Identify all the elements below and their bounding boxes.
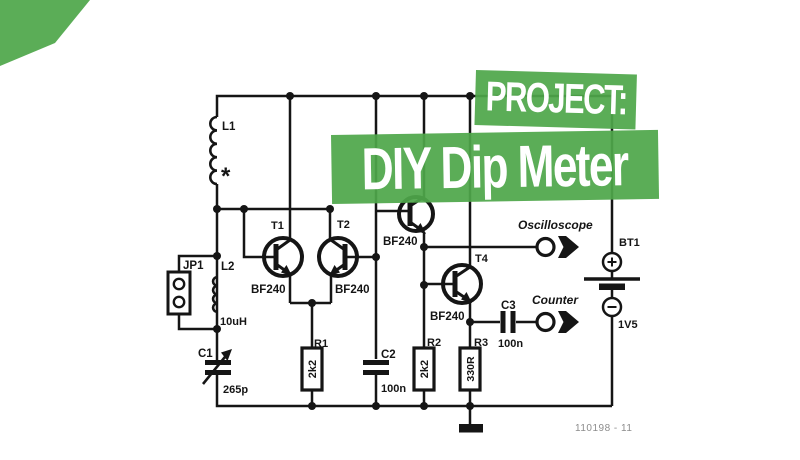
t4-emitter-arrow [461,292,472,303]
label-l2: L2 [221,261,234,273]
label-r3: R3 [474,337,488,349]
t2-emitter-arrow [329,265,340,276]
label-jp1: JP1 [183,260,204,272]
battery-bt1 [584,251,640,318]
label-oscilloscope: Oscilloscope [518,218,593,232]
resistor-r3 [458,346,482,392]
junction-dots [213,92,474,410]
label-r3-value: 330R [465,356,477,382]
label-r2-value: 2k2 [419,360,431,378]
label-c3-value: 100n [498,338,523,350]
transistor-t2 [317,236,359,278]
t1-emitter-arrow [281,265,292,276]
label-r1: R1 [314,338,328,350]
project-banner: PROJECT: [474,70,637,130]
inductor-l1 [209,115,218,186]
battery-short-plate [599,283,625,290]
jumper-jp1 [166,270,192,316]
capacitor-c3 [500,311,516,333]
label-t4: T4 [475,253,489,265]
label-l1-star: * [221,163,231,190]
label-t2-part: BF240 [335,284,370,296]
counter-terminal [535,311,556,333]
label-t1-part: BF240 [251,284,286,296]
drawing-number: 110198 - 11 [575,423,632,434]
label-l1: L1 [222,121,236,133]
oscilloscope-terminal [535,236,556,258]
capacitor-c2 [363,360,389,375]
label-t3-part: BF240 [383,236,418,248]
coil-l2 [211,275,218,314]
label-c1-value: 265p [223,384,248,396]
label-l2-value: 10uH [220,316,247,328]
label-c1: C1 [198,348,213,360]
label-bt1-value: 1V5 [618,319,638,331]
label-c2-value: 100n [381,383,406,395]
counter-output [535,311,579,333]
oscilloscope-output [535,236,579,258]
resistor-r2 [412,346,436,392]
schematic-labels: L1 * L2 10uH JP1 C1 265p C2 100n C3 100n… [183,121,640,434]
t3-emitter-arrow [415,223,426,234]
oscilloscope-arrow-icon [558,236,579,258]
coil-l1 [209,115,218,186]
transistor-t4 [441,263,483,305]
label-c2: C2 [381,349,396,361]
counter-arrow-icon [558,311,579,333]
label-c3: C3 [501,300,516,312]
label-bt1: BT1 [619,237,640,249]
transistor-t1 [262,236,304,278]
label-t2: T2 [337,219,350,231]
resistor-r1 [300,346,324,392]
project-banner-text: PROJECT: [484,74,627,125]
c1-arrowhead [221,349,232,361]
title-banner-text: DIY Dip Meter [361,131,629,203]
inductor-l2 [211,275,218,314]
label-r1-value: 2k2 [307,360,319,378]
label-t4-part: BF240 [430,311,465,323]
title-banner: DIY Dip Meter [331,129,660,204]
label-counter: Counter [532,293,579,307]
label-r2: R2 [427,337,441,349]
ground-icon [459,424,483,433]
label-t1: T1 [271,220,284,232]
capacitor-c1 [201,349,232,385]
